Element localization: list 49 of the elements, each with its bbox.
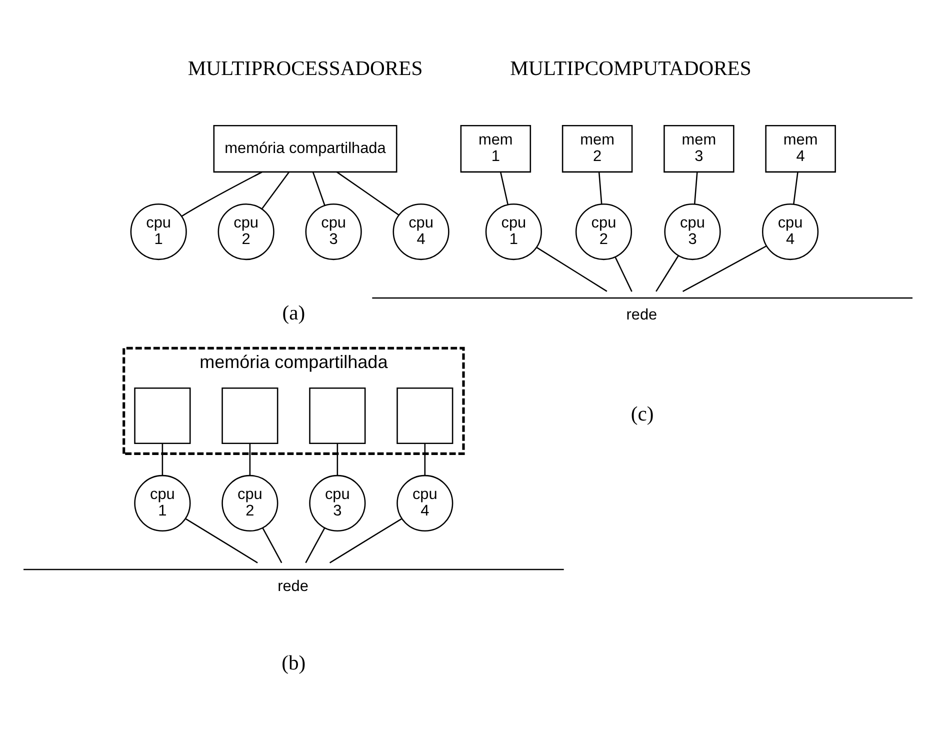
node-box: memória compartilhada (213, 124, 398, 173)
node-circle: cpu 2 (575, 203, 632, 260)
node-circle: cpu 2 (218, 203, 274, 260)
connector (614, 256, 632, 292)
cluster: memória compartilhada (122, 346, 465, 455)
connector (682, 245, 767, 292)
connector (262, 528, 282, 564)
connector (424, 443, 426, 476)
label: MULTIPCOMPUTADORES (510, 58, 752, 80)
node-circle: cpu 1 (485, 203, 542, 260)
label: (c) (630, 404, 654, 426)
connector (336, 172, 399, 216)
node-circle: cpu 4 (396, 474, 454, 532)
node-circle: cpu 2 (222, 474, 278, 532)
node-box: mem 2 (562, 124, 633, 173)
node-circle: cpu 4 (392, 203, 450, 260)
node-text: rede (278, 578, 308, 595)
connector (186, 518, 258, 564)
node-box (134, 387, 191, 444)
node-box (309, 387, 366, 444)
node-box (222, 387, 278, 444)
node-circle: cpu 1 (134, 474, 191, 532)
connector (249, 443, 251, 476)
node-circle: cpu 4 (762, 203, 819, 260)
connector (536, 246, 608, 292)
node-box: mem 1 (460, 124, 532, 173)
node-circle: cpu 1 (130, 203, 187, 260)
connector (305, 528, 326, 564)
node-box (396, 387, 454, 444)
label: (b) (282, 652, 306, 675)
connector (694, 172, 698, 204)
node-box: mem 4 (765, 124, 836, 173)
connector (329, 518, 402, 564)
connector (500, 172, 508, 205)
connector (793, 172, 798, 204)
label: (a) (282, 302, 306, 325)
connector (312, 172, 326, 206)
node-box: mem 3 (664, 124, 734, 173)
connector (181, 172, 262, 217)
connector (656, 256, 679, 292)
connector (598, 172, 602, 204)
node-circle: cpu 3 (664, 203, 721, 260)
node-circle: cpu 3 (305, 203, 362, 260)
connector (162, 443, 164, 476)
node-circle: cpu 3 (309, 474, 366, 532)
connector (262, 172, 290, 209)
node-text: rede (626, 306, 658, 324)
label: MULTIPROCESSADORES (188, 58, 423, 80)
connector (336, 443, 338, 476)
